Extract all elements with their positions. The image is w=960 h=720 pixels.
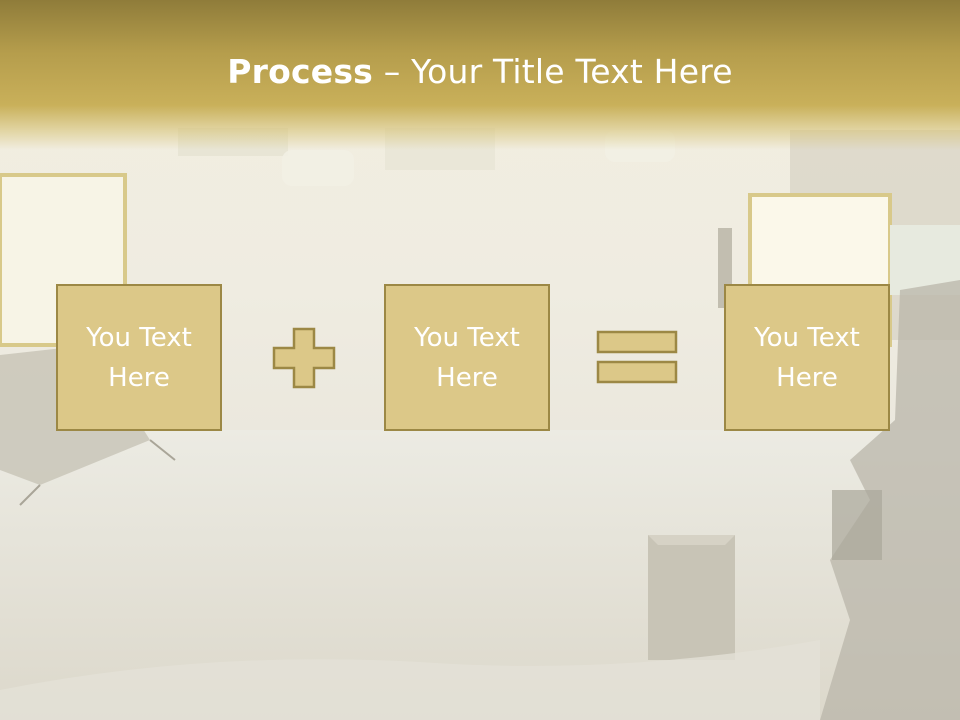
slide-title: Process – Your Title Text Here (0, 52, 960, 91)
equals-icon (596, 330, 678, 384)
process-box-2[interactable]: You Text Here (384, 284, 550, 431)
title-bold-part: Process (227, 52, 374, 91)
plus-icon (272, 327, 336, 389)
process-box-1[interactable]: You Text Here (56, 284, 222, 431)
title-rest-part: – Your Title Text Here (373, 52, 733, 91)
process-box-2-label: You Text Here (414, 322, 520, 393)
process-box-3[interactable]: You Text Here (724, 284, 890, 431)
process-box-1-label: You Text Here (86, 322, 192, 393)
title-band (0, 0, 960, 150)
process-box-3-label: You Text Here (754, 322, 860, 393)
